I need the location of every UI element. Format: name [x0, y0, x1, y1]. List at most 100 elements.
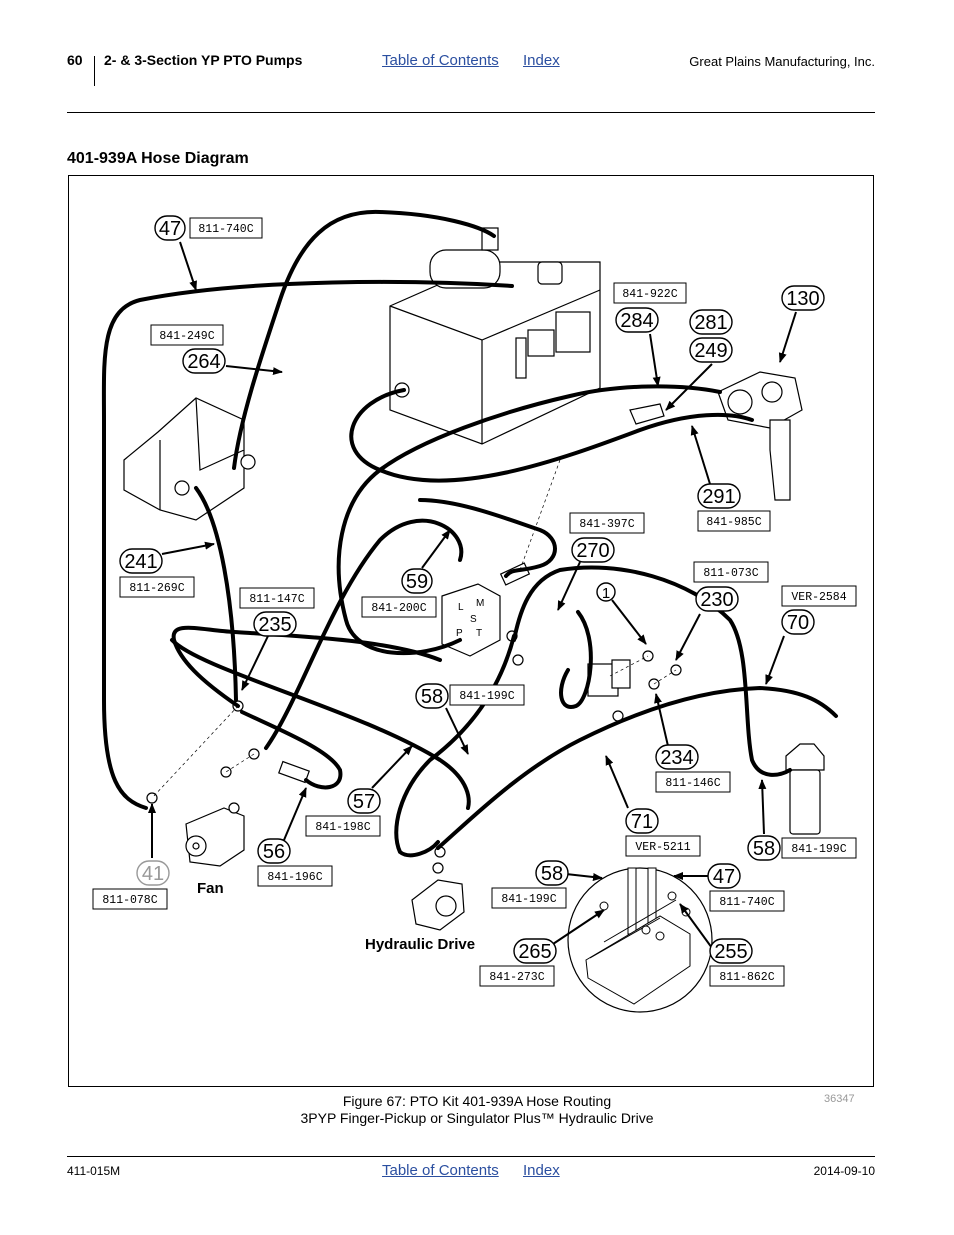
footer-index-link[interactable]: Index [523, 1162, 560, 1179]
callout-number: 47 [713, 866, 735, 888]
guide-lines [151, 459, 677, 799]
callout-70: VER-2584 70 [781, 585, 857, 635]
solenoid-valve [587, 650, 682, 722]
part-number: 841-200C [371, 602, 426, 615]
part-number: 841-199C [459, 690, 514, 703]
part-number: 841-199C [501, 893, 556, 906]
part-number: 811-078C [102, 894, 157, 907]
header-rule [67, 112, 875, 113]
fan-unit [123, 397, 256, 521]
header-divider [94, 56, 95, 86]
hydraulic-tank [389, 227, 601, 445]
callout-234: 234 811-146C [655, 744, 731, 793]
callout-number: 270 [576, 540, 609, 562]
callout-number: 57 [353, 791, 375, 813]
hydraulic-drive-motor [411, 846, 465, 931]
callout-number: 284 [620, 310, 653, 332]
callout-59: 59 841-200C [361, 568, 437, 618]
callout-number: 41 [142, 863, 164, 885]
callout-235: 811-147C 235 [239, 587, 315, 637]
part-number: 841-985C [706, 516, 761, 529]
footer-rule [67, 1156, 875, 1157]
callout-number: 291 [702, 486, 735, 508]
callout-number: 56 [263, 841, 285, 863]
callout-number: 58 [421, 686, 443, 708]
callout-58-center: 58 841-199C [415, 683, 525, 709]
callout-47-bottom: 47 811-740C [707, 863, 785, 912]
callout-281: 281 [689, 309, 733, 335]
part-number: 811-147C [249, 593, 304, 606]
part-number: 811-146C [665, 777, 720, 790]
callout-58-right: 58 841-199C [747, 835, 857, 861]
callout-230: 230 [695, 586, 739, 612]
callout-number: 235 [258, 614, 291, 636]
image-id: 36347 [824, 1093, 855, 1105]
valve-letter-s: S [470, 614, 477, 625]
callout-41: 41 811-078C [92, 860, 170, 910]
callout-number: 255 [714, 941, 747, 963]
callout-number: 59 [406, 571, 428, 593]
callout-249: 249 [689, 337, 733, 363]
valve-letter-t: T [476, 628, 482, 639]
part-number: 841-199C [791, 843, 846, 856]
callout-56: 56 841-196C [257, 838, 333, 887]
valve-letter-m: M [476, 598, 484, 609]
figure-subcaption: 3PYP Finger-Pickup or Singulator Plus™ H… [300, 1110, 654, 1126]
callout-number: 58 [541, 863, 563, 885]
footer-toc-link[interactable]: Table of Contents [382, 1162, 499, 1179]
page-number: 60 [67, 52, 83, 68]
section-title: 2- & 3-Section YP PTO Pumps [104, 52, 303, 68]
document-date: 2014-09-10 [813, 1164, 875, 1178]
diagram-heading: 401-939A Hose Diagram [67, 150, 249, 167]
callout-number: 249 [694, 340, 727, 362]
part-number: 841-922C [622, 288, 677, 301]
callout-number: 70 [787, 612, 809, 634]
fan-label: Fan [197, 880, 224, 897]
callout-255: 255 811-862C [709, 938, 785, 987]
callout-58-bottom: 58 841-199C [491, 860, 569, 909]
part-number: 841-397C [579, 518, 634, 531]
leader-arrows [148, 241, 797, 949]
callout-265: 265 841-273C [479, 938, 557, 987]
callout-47-top: 47 811-740C [154, 215, 263, 241]
callout-number: 234 [660, 747, 693, 769]
callout-291: 291 841-985C [697, 483, 771, 532]
callout-number: 130 [786, 288, 819, 310]
valve-letter-l: L [458, 602, 464, 613]
detail-inset [567, 867, 713, 1013]
part-number: 841-273C [489, 971, 544, 984]
hoses [101, 209, 838, 858]
valve-block [441, 562, 531, 666]
index-link[interactable]: Index [523, 52, 560, 69]
part-number: VER-2584 [791, 591, 846, 604]
hydraulic-filter [785, 743, 825, 835]
callout-number: 47 [159, 218, 181, 240]
part-number: 811-740C [198, 223, 253, 236]
part-number: 811-073C [703, 567, 758, 580]
callout-241: 241 811-269C [119, 548, 195, 598]
callout-number: 264 [187, 351, 220, 373]
callout-71: 71 VER-5211 [625, 808, 701, 857]
callout-number: 71 [631, 811, 653, 833]
part-number: 841-196C [267, 871, 322, 884]
toc-link[interactable]: Table of Contents [382, 52, 499, 69]
part-number: 811-740C [719, 896, 774, 909]
callout-57: 57 841-198C [305, 788, 381, 837]
callout-number: 281 [694, 312, 727, 334]
company-name: Great Plains Manufacturing, Inc. [689, 54, 875, 69]
pto-pump [629, 371, 803, 501]
hydraulic-drive-label: Hydraulic Drive [365, 936, 475, 953]
part-number: VER-5211 [635, 841, 690, 854]
part-number: 841-249C [159, 330, 214, 343]
part-number: 811-269C [129, 582, 184, 595]
callout-number: 265 [518, 941, 551, 963]
part-number: 811-862C [719, 971, 774, 984]
figure-caption: Figure 67: PTO Kit 401-939A Hose Routing [342, 1093, 612, 1109]
valve-letter-p: P [456, 628, 463, 639]
part-number: 841-198C [315, 821, 370, 834]
diagram-frame [68, 175, 874, 1087]
callout-284: 841-922C 284 [613, 282, 687, 333]
document-number: 411-015M [67, 1164, 121, 1178]
callout-1: 1 811-073C [596, 561, 769, 602]
